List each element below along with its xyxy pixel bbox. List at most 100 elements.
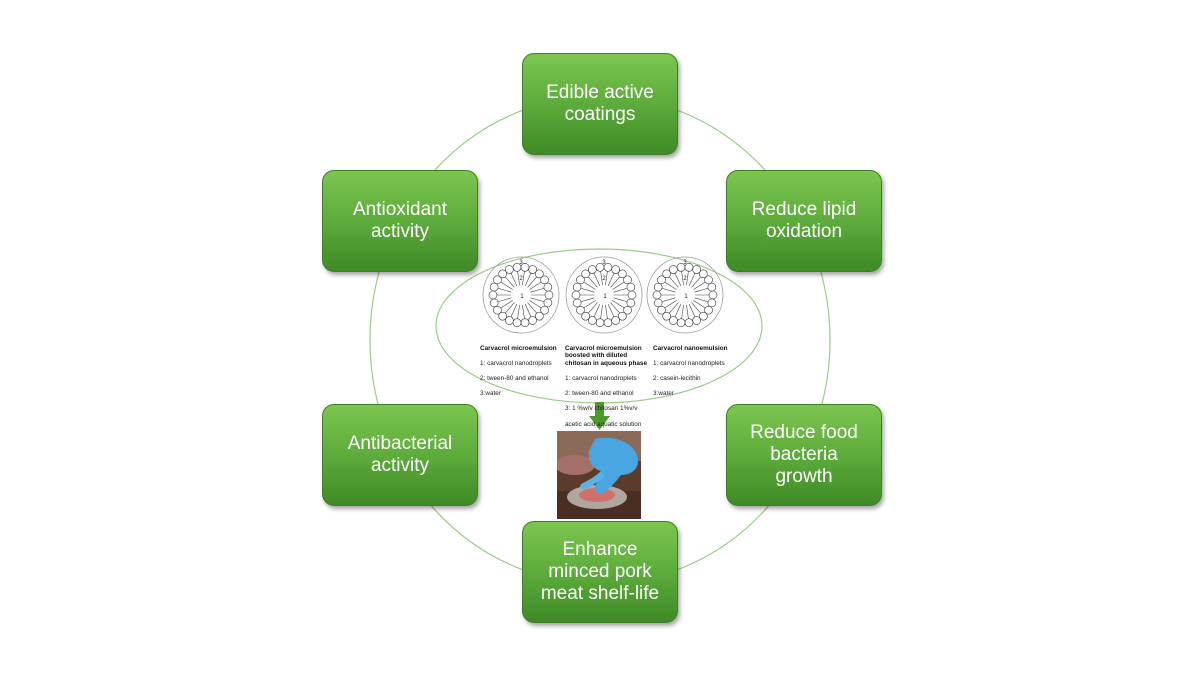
- surfactant-head: [626, 282, 636, 292]
- surfactant-head: [493, 305, 502, 315]
- surfactant-head: [699, 311, 708, 321]
- surfactant-head: [544, 290, 554, 300]
- surfactant-head: [572, 298, 582, 308]
- micelle-layer-label: 2: [519, 276, 523, 282]
- surfactant-head: [588, 265, 597, 274]
- surfactant-head: [684, 318, 694, 328]
- surfactant-head: [489, 298, 499, 308]
- surfactant-head: [535, 269, 544, 279]
- box-reduce-bacteria-growth-label: Reduce food bacteria growth: [750, 422, 858, 487]
- surfactant-head: [708, 290, 718, 300]
- caption-microemulsion-line-3: 3:water: [480, 390, 501, 398]
- surfactant-head: [618, 269, 627, 279]
- caption-chitosan-line-3: 3: 1 %w/v chitosan 1%v/v: [565, 405, 638, 413]
- surfactant-head: [528, 316, 537, 325]
- caption-nanoemulsion-title: Carvacrol nanoemulsion: [653, 344, 728, 352]
- box-enhance-shelf-life: Enhance minced pork meat shelf-life: [522, 521, 678, 623]
- surfactant-head: [653, 298, 663, 308]
- surfactant-head: [520, 318, 530, 328]
- surfactant-head: [653, 282, 663, 292]
- surfactant-head: [498, 311, 507, 321]
- surfactant-head: [543, 298, 553, 308]
- surfactant-head: [576, 305, 585, 315]
- box-edible-coatings: Edible active coatings: [522, 53, 678, 155]
- surfactant-head: [676, 318, 686, 328]
- caption-nanoemulsion-line-2: 2: casein-lecithin: [653, 374, 701, 382]
- box-antibacterial-activity-label: Antibacterial activity: [347, 433, 453, 476]
- surfactant-head: [528, 265, 537, 274]
- surfactant-head: [611, 316, 620, 325]
- surfactant-head: [581, 269, 590, 279]
- surfactant-head: [505, 316, 514, 325]
- micelle-layer-label: 3: [519, 260, 523, 266]
- box-edible-coatings-label: Edible active coatings: [546, 82, 654, 125]
- surfactant-head: [498, 269, 507, 279]
- caption-chitosan-microemulsion: Carvacrol microemulsion boosted with dil…: [565, 337, 651, 428]
- surfactant-head: [618, 311, 627, 321]
- surfactant-head: [512, 318, 522, 328]
- down-arrow-icon: [589, 402, 610, 430]
- micelle-layer-label: 1: [684, 294, 688, 300]
- surfactant-head: [692, 265, 701, 274]
- micelle-layer-label: 1: [520, 294, 524, 300]
- box-reduce-lipid-oxidation: Reduce lipid oxidation: [726, 170, 882, 272]
- caption-chitosan-title: Carvacrol microemulsion boosted with dil…: [565, 344, 648, 367]
- surfactant-head: [652, 290, 662, 300]
- surfactant-head: [540, 275, 549, 285]
- surfactant-head: [626, 298, 636, 308]
- micelle-layer-label: 3: [602, 260, 606, 266]
- surfactant-head: [493, 275, 502, 285]
- micelle-outer-ring: [646, 256, 724, 334]
- surfactant-head: [657, 275, 666, 285]
- surfactant-head: [488, 290, 498, 300]
- micelle-outer-ring: [482, 256, 560, 334]
- surfactant-head: [611, 265, 620, 274]
- micelle-3: 321: [646, 256, 724, 334]
- meat-sample-photo: [557, 431, 641, 519]
- surfactant-head: [505, 265, 514, 274]
- surfactant-head: [603, 318, 613, 328]
- caption-microemulsion-line-1: 1: carvacrol nanodroplets: [480, 359, 552, 367]
- surfactant-head: [662, 269, 671, 279]
- box-reduce-lipid-oxidation-label: Reduce lipid oxidation: [751, 199, 857, 242]
- surfactant-head: [595, 318, 605, 328]
- caption-microemulsion-title: Carvacrol microemulsion: [480, 344, 557, 352]
- surfactant-head: [571, 290, 581, 300]
- box-antioxidant-activity-label: Antioxidant activity: [352, 199, 447, 242]
- micelle-layer-label: 2: [602, 276, 606, 282]
- caption-microemulsion-line-2: 2: tween-80 and ethanol: [480, 374, 549, 382]
- surfactant-head: [588, 316, 597, 325]
- surfactant-head: [627, 290, 637, 300]
- micelle-outer-ring: [565, 256, 643, 334]
- surfactant-head: [707, 298, 717, 308]
- caption-nanoemulsion-line-3: 3:water: [653, 390, 674, 398]
- surfactant-head: [707, 282, 717, 292]
- surfactant-head: [657, 305, 666, 315]
- caption-microemulsion: Carvacrol microemulsion 1: carvacrol nan…: [480, 337, 562, 398]
- surfactant-head: [535, 311, 544, 321]
- surfactant-head: [704, 305, 713, 315]
- surfactant-head: [669, 316, 678, 325]
- caption-nanoemulsion: Carvacrol nanoemulsion 1: carvacrol nano…: [653, 337, 739, 398]
- box-enhance-shelf-life-label: Enhance minced pork meat shelf-life: [540, 539, 660, 604]
- surfactant-head: [669, 265, 678, 274]
- caption-chitosan-line-1: 1: carvacrol nanodroplets: [565, 374, 637, 382]
- surfactant-head: [662, 311, 671, 321]
- micelle-1: 3 2 1: [482, 256, 560, 334]
- micelle-layer-label: 1: [603, 294, 607, 300]
- surfactant-head: [704, 275, 713, 285]
- surfactant-head: [692, 316, 701, 325]
- surfactant-head: [581, 311, 590, 321]
- micelle-2: 3 2 1: [565, 256, 643, 334]
- box-antibacterial-activity: Antibacterial activity: [322, 404, 478, 506]
- box-reduce-bacteria-growth: Reduce food bacteria growth: [726, 404, 882, 506]
- surfactant-head: [540, 305, 549, 315]
- caption-nanoemulsion-line-1: 1: carvacrol nanodroplets: [653, 359, 725, 367]
- surfactant-head: [489, 282, 499, 292]
- surfactant-head: [623, 305, 632, 315]
- caption-chitosan-line-2: 2: tween-80 and ethanol: [565, 390, 634, 398]
- caption-chitosan-line-4: acetic acid aquatic solution: [565, 420, 642, 428]
- surfactant-head: [543, 282, 553, 292]
